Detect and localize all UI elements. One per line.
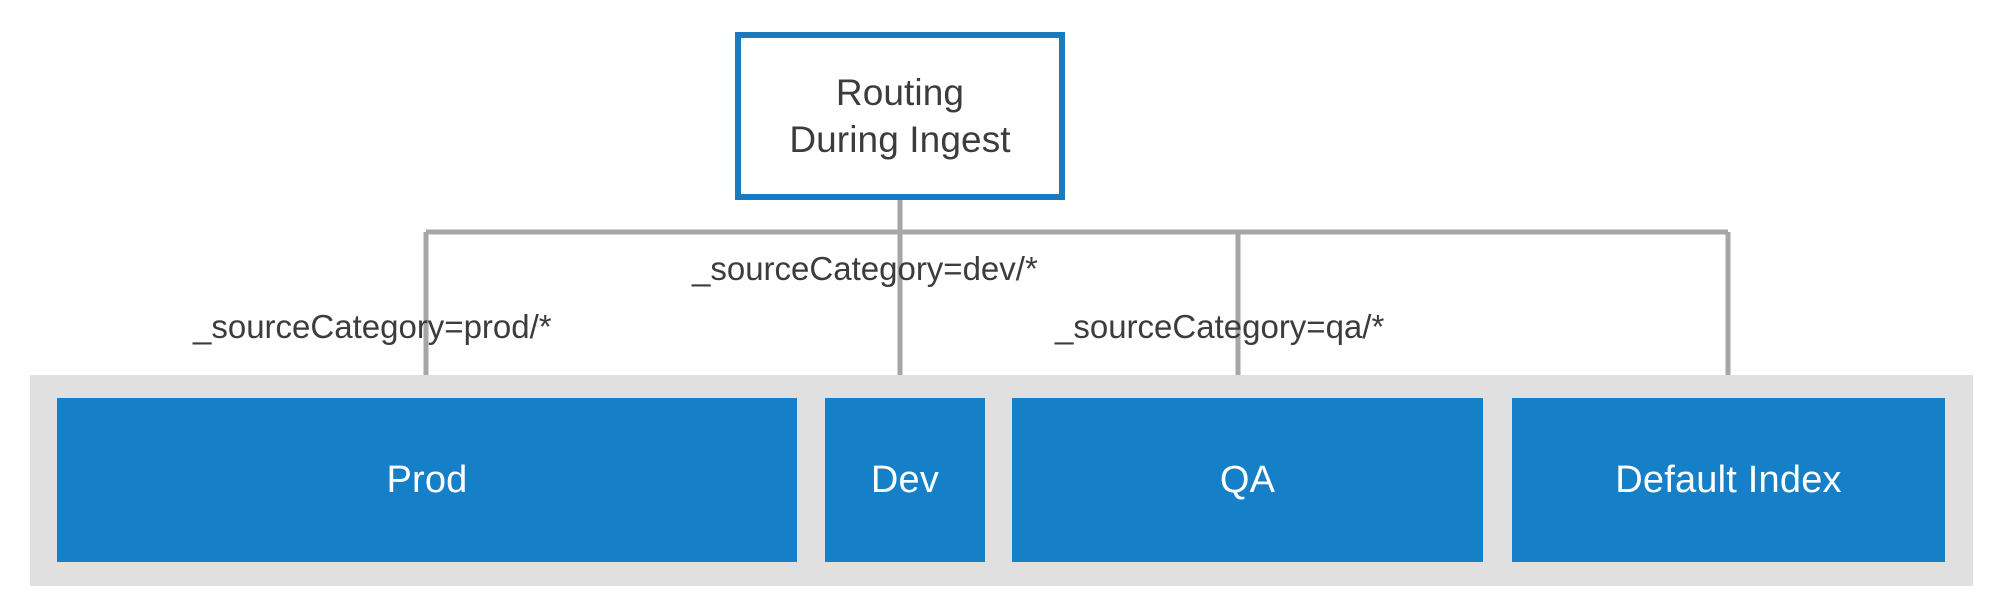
index-node-dev: Dev [825,398,985,562]
source-node-label-line-2: During Ingest [789,119,1011,160]
index-node-label-prod: Prod [386,459,468,501]
rule-label-prod: _sourceCategory=prod/* [193,308,552,345]
rule-label-dev: _sourceCategory=dev/* [692,250,1038,287]
source-node-routing-during-ingest: Routing During Ingest [735,32,1065,200]
rule-label-qa: _sourceCategory=qa/* [1055,308,1385,345]
index-node-qa: QA [1012,398,1483,562]
source-node-label-line-1: Routing [835,72,965,113]
index-container: Prod Dev QA Default Index [30,375,1973,586]
index-node-label-default-index: Default Index [1615,459,1842,501]
index-node-label-dev: Dev [870,459,940,501]
index-node-default-index: Default Index [1512,398,1945,562]
index-node-label-qa: QA [1219,459,1276,501]
index-node-prod: Prod [57,398,797,562]
